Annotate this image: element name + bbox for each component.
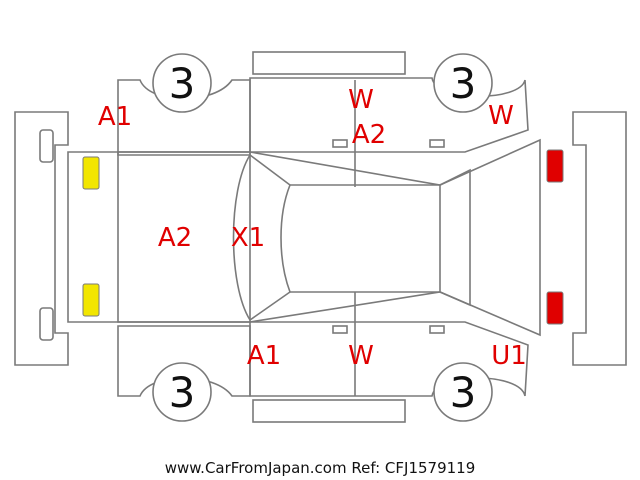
damage-mark-front-left-door-w: W (348, 85, 374, 115)
tire-front-right-grade: 3 (169, 368, 196, 417)
rear-right-light (546, 291, 564, 325)
tire-front-right: 3 (152, 362, 212, 422)
source-link[interactable]: www.CarFromJapan.com (164, 459, 347, 477)
car-body-top-view (67, 138, 541, 337)
damage-mark-windshield: X1 (231, 223, 265, 253)
damage-mark-front-left-fender: A1 (98, 102, 132, 132)
front-bumper (14, 111, 69, 366)
tire-front-left: 3 (152, 53, 212, 113)
tire-rear-right: 3 (433, 362, 493, 422)
front-right-light (82, 283, 100, 317)
reference-number: Ref: CFJ1579119 (351, 459, 476, 477)
footer: www.CarFromJapan.com Ref: CFJ1579119 (0, 459, 640, 477)
tire-front-left-grade: 3 (169, 59, 196, 108)
damage-mark-hood: A2 (158, 223, 192, 253)
damage-mark-rear-right-fender: U1 (491, 341, 527, 371)
tire-rear-left: 3 (433, 53, 493, 113)
front-left-light (82, 156, 100, 190)
damage-mark-rear-left-fender: W (488, 101, 514, 131)
damage-mark-front-left-door-a: A2 (352, 120, 386, 150)
rear-bumper (572, 111, 627, 366)
damage-mark-right-door: W (348, 341, 374, 371)
rear-left-light (546, 149, 564, 183)
tire-rear-left-grade: 3 (450, 59, 477, 108)
tire-rear-right-grade: 3 (450, 368, 477, 417)
damage-mark-front-right-fender: A1 (247, 341, 281, 371)
